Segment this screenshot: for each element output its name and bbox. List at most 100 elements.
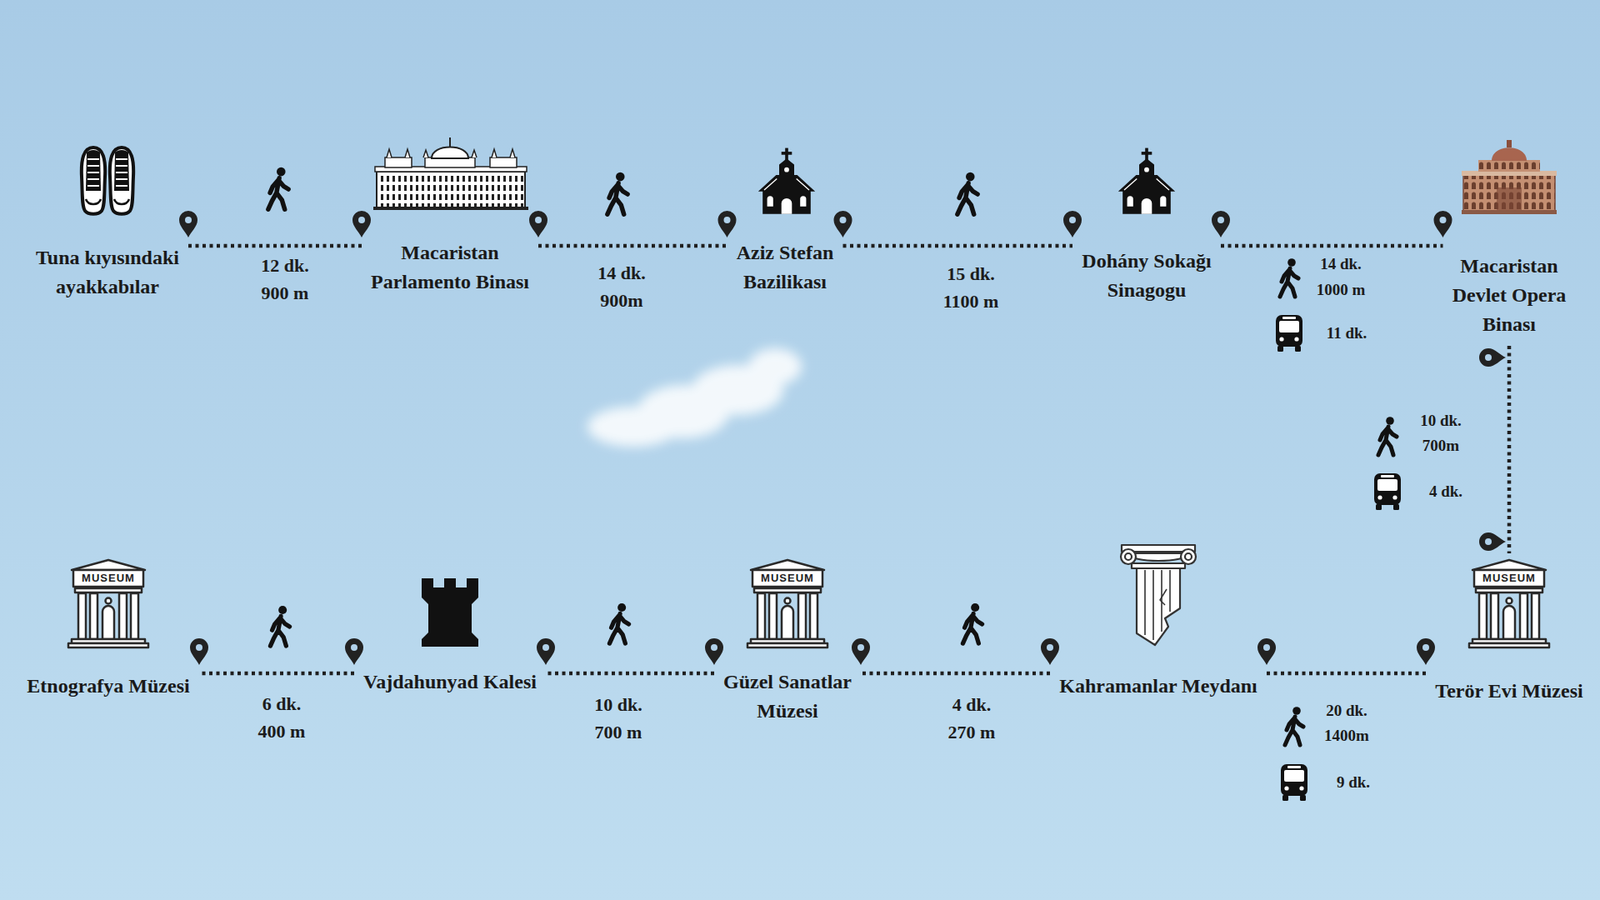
walk-time: 15 dk. 1100 m bbox=[938, 260, 1004, 315]
parliament-icon bbox=[373, 206, 529, 210]
walk-icon bbox=[268, 167, 289, 210]
map-pin bbox=[1211, 210, 1230, 238]
museum-sign: MUSEUM bbox=[760, 571, 815, 585]
walk-time: 10 dk. 700 m bbox=[585, 690, 651, 746]
place-name: Aziz Stefan Bazilikası bbox=[730, 238, 840, 297]
walk-icon bbox=[609, 603, 629, 644]
place-node: Güzel Sanatlar Müzesi bbox=[717, 560, 858, 726]
column-icon bbox=[1160, 589, 1167, 605]
map-pin bbox=[1485, 538, 1492, 545]
place-node: Dohány Sokağı Sinagogu bbox=[1075, 148, 1218, 305]
map-pin bbox=[185, 216, 192, 224]
place-node: Macaristan Parlamento Binası bbox=[365, 148, 535, 297]
map-pin bbox=[1046, 644, 1054, 651]
map-pin bbox=[1263, 644, 1270, 651]
synagogue-icon bbox=[1118, 148, 1175, 215]
cloud bbox=[587, 348, 802, 447]
map-pin bbox=[536, 638, 555, 665]
museum-icon bbox=[68, 560, 149, 648]
walk-icon bbox=[607, 172, 628, 215]
shoes-icon bbox=[110, 147, 134, 215]
museum-icon bbox=[747, 560, 828, 648]
map-pin bbox=[857, 644, 865, 651]
route-line bbox=[1220, 244, 1444, 249]
column-icon bbox=[1180, 549, 1196, 565]
bus-time: 9 dk. bbox=[1336, 772, 1370, 793]
map-pin bbox=[352, 210, 371, 238]
column-icon bbox=[1125, 553, 1132, 560]
map-pin bbox=[1069, 216, 1076, 224]
route-line bbox=[188, 244, 362, 249]
route-line bbox=[199, 671, 355, 676]
map-pin bbox=[1416, 638, 1435, 665]
map-pin bbox=[1479, 348, 1506, 367]
shoes-icon bbox=[115, 159, 128, 186]
museum-sign: MUSEUM bbox=[1482, 571, 1536, 585]
map-pin bbox=[1063, 210, 1082, 238]
opera-icon bbox=[1506, 140, 1512, 148]
museum-icon bbox=[747, 560, 828, 648]
map-pin bbox=[195, 644, 203, 651]
museum-icon bbox=[1469, 560, 1550, 648]
shoes-icon bbox=[81, 147, 105, 215]
place-node: Aziz Stefan Bazilikası bbox=[730, 148, 840, 297]
map-pin bbox=[179, 210, 198, 238]
column-icon bbox=[1131, 563, 1185, 569]
map-pin bbox=[718, 210, 737, 238]
castle-icon bbox=[421, 578, 479, 647]
bus-time: 11 dk. bbox=[1326, 323, 1368, 344]
place-name: Terör Evi Müzesi bbox=[1429, 676, 1590, 706]
shoes-icon bbox=[110, 147, 134, 215]
route-line bbox=[1507, 345, 1512, 554]
map-pin bbox=[529, 210, 548, 238]
column-icon bbox=[1120, 545, 1196, 645]
map-pin bbox=[1257, 638, 1276, 665]
column-icon bbox=[1185, 553, 1192, 560]
route-line bbox=[545, 671, 715, 676]
map-pin bbox=[535, 216, 542, 224]
synagogue-icon bbox=[1118, 148, 1175, 215]
map-pin bbox=[179, 210, 198, 238]
parliament-icon bbox=[431, 147, 469, 160]
place-node: Macaristan Devlet Opera Binası bbox=[1446, 148, 1573, 340]
map-pin bbox=[358, 216, 365, 224]
opera-icon bbox=[1461, 140, 1557, 215]
bus-icon bbox=[1275, 315, 1303, 352]
column-icon bbox=[1145, 570, 1170, 640]
map-pin bbox=[1434, 210, 1453, 238]
map-pin bbox=[1479, 532, 1506, 551]
walk-icon bbox=[962, 603, 982, 644]
map-pin bbox=[190, 638, 209, 665]
walk-icon bbox=[957, 172, 978, 215]
walk-time: 14 dk. 1000 m bbox=[1308, 250, 1374, 303]
shoes-icon bbox=[85, 150, 101, 191]
map-pin bbox=[1479, 348, 1506, 367]
parliament-icon bbox=[385, 157, 412, 168]
place-name: Tuna kıyısındaki ayakkabılar bbox=[30, 243, 185, 302]
map-pin bbox=[1485, 354, 1492, 361]
column-icon bbox=[1120, 549, 1136, 565]
place-name: Güzel Sanatlar Müzesi bbox=[717, 667, 858, 726]
opera-icon bbox=[1491, 147, 1527, 161]
walk-time: 14 dk. 900m bbox=[589, 259, 655, 315]
walk-time: 4 dk. 270 m bbox=[939, 690, 1005, 746]
shoes-icon bbox=[85, 199, 101, 205]
place-name: Kahramanlar Meydanı bbox=[1053, 671, 1264, 701]
place-name: Etnografya Müzesi bbox=[20, 671, 196, 701]
walk-time: 20 dk. 1400m bbox=[1314, 698, 1380, 749]
map-pin bbox=[1063, 210, 1082, 238]
parliament-icon bbox=[386, 149, 515, 158]
opera-icon bbox=[1461, 210, 1557, 215]
castle-icon bbox=[421, 578, 479, 647]
shoes-icon bbox=[114, 150, 130, 191]
map-pin bbox=[718, 210, 737, 238]
shoes-icon bbox=[81, 147, 105, 215]
map-pin bbox=[851, 638, 870, 665]
opera-icon bbox=[1496, 187, 1522, 214]
route-line bbox=[843, 244, 1074, 249]
map-pin bbox=[345, 638, 364, 665]
